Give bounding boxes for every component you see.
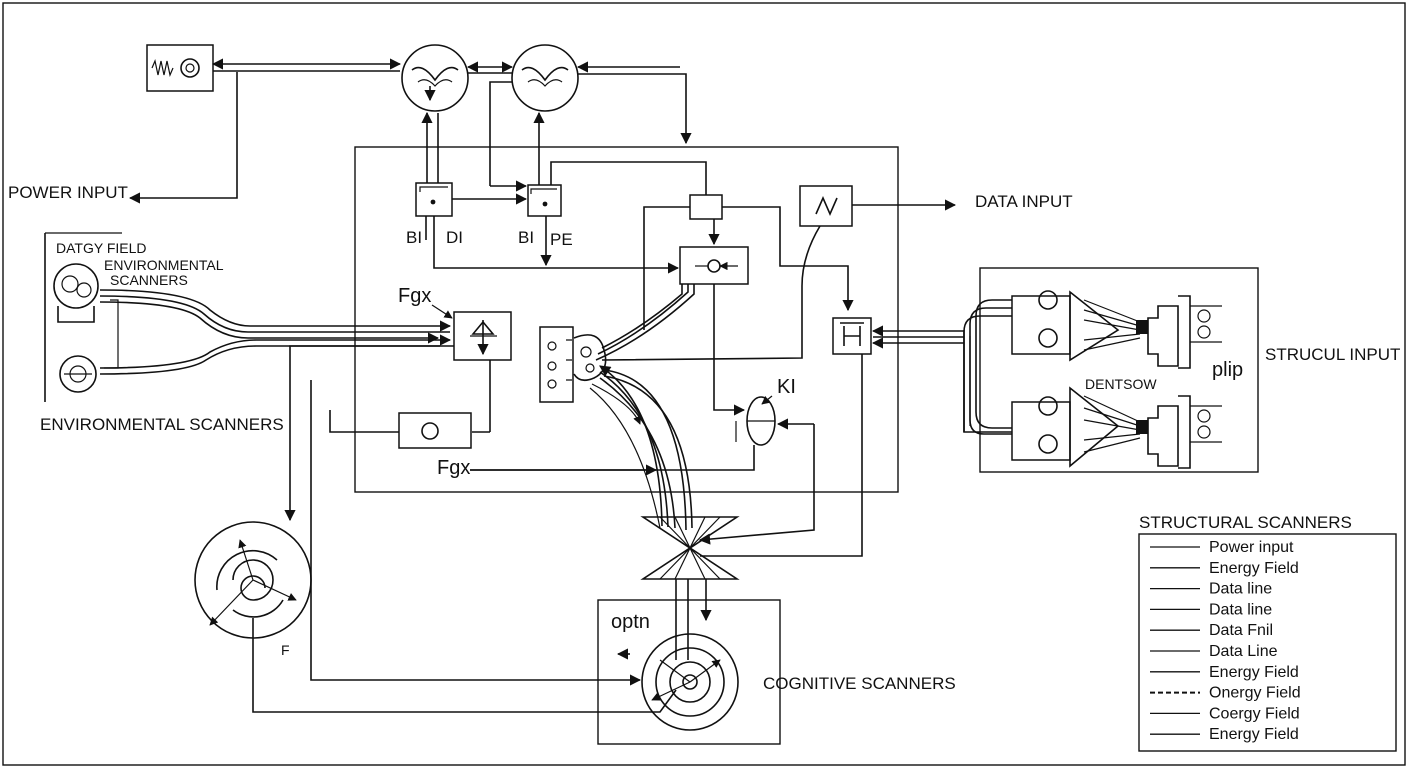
switch-box-right	[527, 184, 562, 217]
legend-title: STRUCTURAL SCANNERS	[1139, 513, 1352, 532]
splitter-left-icon	[401, 44, 469, 112]
spiral-sensor-icon	[194, 521, 312, 639]
legend-item-label: Energy Field	[1209, 560, 1299, 577]
cognitive-scanners-label: COGNITIVE SCANNERS	[763, 674, 956, 693]
legend-item-label: Coergy Field	[1209, 705, 1300, 722]
hourglass-connector	[640, 516, 740, 580]
bi-left-label: BI	[406, 228, 422, 247]
junction-box	[689, 194, 723, 220]
f-small-label: F	[281, 642, 290, 658]
environmental-scanner-module	[44, 232, 122, 402]
splitter-right-icon	[511, 44, 579, 112]
h-block-component	[832, 317, 872, 355]
plip-label: plip	[1212, 359, 1243, 381]
legend-item: Onergy Field	[1150, 685, 1301, 702]
legend-item: Data line	[1150, 601, 1272, 618]
legend-item-label: Data line	[1209, 581, 1272, 598]
legend-item: Energy Field	[1150, 560, 1299, 577]
legend-item: Energy Field	[1150, 726, 1299, 743]
optn-label: optn	[611, 611, 650, 633]
bi-right-label: BI	[518, 228, 534, 247]
legend-item-label: Data line	[1209, 601, 1272, 618]
legend-item-label: Power input	[1209, 539, 1294, 556]
circle-block	[398, 412, 472, 449]
di-label: DI	[446, 228, 463, 247]
radial-scanner-icon	[59, 355, 97, 393]
legend-item-label: Data Line	[1209, 643, 1278, 660]
datgy-field-label: DATGY FIELD	[56, 240, 147, 256]
legend-item: Data line	[1150, 581, 1272, 598]
strucul-input-label: STRUCUL INPUT	[1265, 345, 1400, 364]
structural-scanner-top	[1011, 290, 1222, 369]
legend-item: Power input	[1150, 539, 1294, 556]
environmental-scanners-label: ENVIRONMENTAL SCANNERS	[40, 415, 284, 434]
pe-label: PE	[550, 230, 573, 249]
env-scanners-small-label: ENVIRONMENTAL SCANNERS	[104, 257, 227, 288]
helmet-scanner-icon	[53, 263, 99, 323]
legend-item-label: Energy Field	[1209, 726, 1299, 743]
k-oval-component	[735, 396, 776, 446]
target-scanner-icon	[641, 633, 739, 731]
legend-item-label: Energy Field	[1209, 664, 1299, 681]
triangle-crosshair-block	[453, 311, 512, 361]
fgx-top-label: Fgx	[398, 285, 431, 307]
ki-label: KI	[777, 376, 796, 398]
legend-item: Data Line	[1150, 643, 1278, 660]
fgx-bottom-label: Fgx	[437, 457, 470, 479]
legend-item-label: Data Fnil	[1209, 622, 1273, 639]
legend-item: Coergy Field	[1150, 705, 1300, 722]
data-input-label: DATA INPUT	[975, 192, 1073, 211]
structural-scanner-bottom	[1011, 386, 1222, 469]
legend-item: Data Fnil	[1150, 622, 1273, 639]
dentsow-label: DENTSOW	[1085, 376, 1157, 392]
switch-box-left	[415, 182, 453, 217]
central-processor-hub	[539, 326, 607, 403]
main-enclosure	[354, 146, 899, 493]
legend-box	[1138, 533, 1397, 752]
structural-input-enclosure	[979, 267, 1259, 473]
legend-item: Energy Field	[1150, 664, 1299, 681]
power-input-label: POWER INPUT	[8, 183, 128, 202]
cognitive-scanner-enclosure	[597, 599, 781, 745]
signal-wave-box	[799, 185, 853, 227]
power-coil-source	[146, 44, 214, 92]
legend-item-label: Onergy Field	[1209, 685, 1301, 702]
switch-node	[679, 246, 749, 285]
